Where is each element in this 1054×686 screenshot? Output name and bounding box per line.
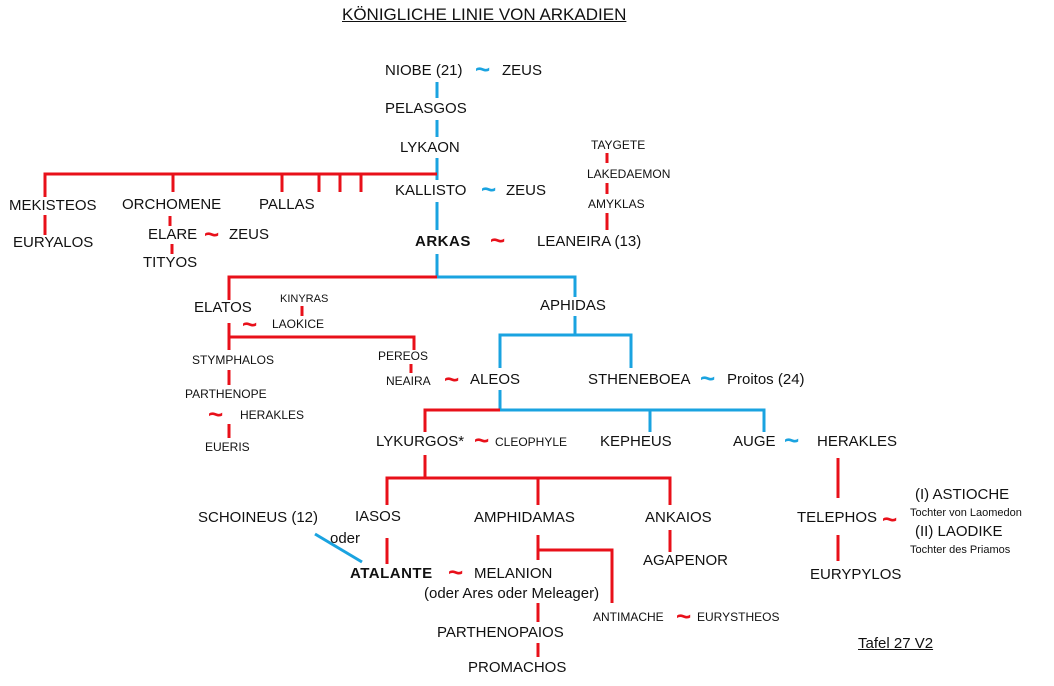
person-arkas: ARKAS (415, 233, 471, 250)
person-lakedaemon: LAKEDAEMON (587, 167, 671, 181)
marriage-symbol: ~ (448, 557, 464, 587)
marriage-symbol: ~ (242, 309, 258, 339)
person-leaneira: LEANEIRA (13) (537, 233, 642, 250)
person-kallisto: KALLISTO (395, 182, 467, 199)
plate-label: Tafel 27 V2 (858, 635, 934, 652)
person-parthenope: PARTHENOPE (185, 387, 267, 401)
person-aleos: ALEOS (470, 371, 521, 388)
person-eurystheos: EURYSTHEOS (697, 610, 780, 624)
person-elatos: ELATOS (194, 299, 252, 316)
person-amyklas: AMYKLAS (588, 197, 645, 211)
person-taygete: TAYGETE (591, 138, 646, 152)
person-aphidas: APHIDAS (540, 297, 606, 314)
person-auge: AUGE (733, 433, 776, 450)
person-agapenor: AGAPENOR (643, 552, 729, 569)
red-lines (43, 153, 840, 657)
person-ankaios: ANKAIOS (645, 509, 712, 526)
person-laodike: (II) LAODIKE (915, 523, 1003, 540)
person-kepheus: KEPHEUS (600, 433, 672, 450)
person-niobe: NIOBE (21) (385, 62, 463, 79)
person-zeus: ZEUS (506, 182, 547, 199)
person-stymphalos: STYMPHALOS (192, 353, 275, 367)
blue-lines (314, 82, 766, 564)
person-herakles: HERAKLES (240, 408, 305, 422)
marriage-symbol: ~ (208, 399, 224, 429)
person-eurypylos: EURYPYLOS (810, 566, 902, 583)
person-lykurgos: LYKURGOS* (376, 433, 465, 450)
person-atalante: ATALANTE (350, 565, 433, 582)
marriage-symbol: ~ (474, 425, 490, 455)
marriage-symbol: ~ (490, 225, 506, 255)
person-parthenopaios: PARTHENOPAIOS (437, 624, 564, 641)
person-proitos: Proitos (24) (727, 371, 805, 388)
person-pallas: PALLAS (259, 196, 315, 213)
marriage-symbol: ~ (882, 504, 898, 534)
person-pelasgos: PELASGOS (385, 100, 467, 117)
marriage-symbol-blue: ~ (481, 174, 497, 204)
oder-label: oder (330, 530, 361, 547)
marriage-symbol: ~ (676, 601, 692, 631)
marriage-symbol-blue: ~ (700, 363, 716, 393)
marriage-symbol: ~ (444, 364, 460, 394)
person-lykaon: LYKAON (400, 139, 460, 156)
person-promachos: PROMACHOS (468, 659, 567, 676)
person-euryalos: EURYALOS (13, 234, 94, 251)
person-astioche: (I) ASTIOCHE (915, 486, 1010, 503)
person-zeus: ZEUS (229, 226, 270, 243)
person-orchomene: ORCHOMENE (122, 196, 222, 213)
person-amphidamas: AMPHIDAMAS (474, 509, 575, 526)
person-herakles: HERAKLES (817, 433, 898, 450)
person-tityos: TITYOS (143, 254, 198, 271)
person-kinyras: KINYRAS (280, 293, 329, 305)
astioche-note: Tochter von Laomedon (910, 507, 1022, 519)
person-neaira: NEAIRA (386, 374, 431, 388)
marriage-symbol-blue: ~ (784, 425, 800, 455)
person-laokice: LAOKICE (272, 317, 325, 331)
chart-title: KÖNIGLICHE LINIE VON ARKADIEN (342, 5, 627, 24)
laodike-note: Tochter des Priamos (910, 544, 1011, 556)
person-melanion: MELANION (474, 565, 553, 582)
marriage-symbol: ~ (204, 219, 220, 249)
person-mekisteos: MEKISTEOS (9, 197, 97, 214)
melanion-note: (oder Ares oder Meleager) (424, 585, 600, 602)
person-eueris: EUERIS (205, 440, 250, 454)
person-antimache: ANTIMACHE (593, 610, 664, 624)
person-iasos: IASOS (355, 508, 401, 525)
marriage-symbol-blue: ~ (475, 54, 491, 84)
person-cleophyle: CLEOPHYLE (495, 435, 568, 449)
person-zeus: ZEUS (502, 62, 543, 79)
person-stheneboea: STHENEBOEA (588, 371, 691, 388)
person-schoineus: SCHOINEUS (12) (198, 509, 319, 526)
person-telephos: TELEPHOS (797, 509, 878, 526)
person-elare: ELARE (148, 226, 198, 243)
person-pereos: PEREOS (378, 349, 429, 363)
